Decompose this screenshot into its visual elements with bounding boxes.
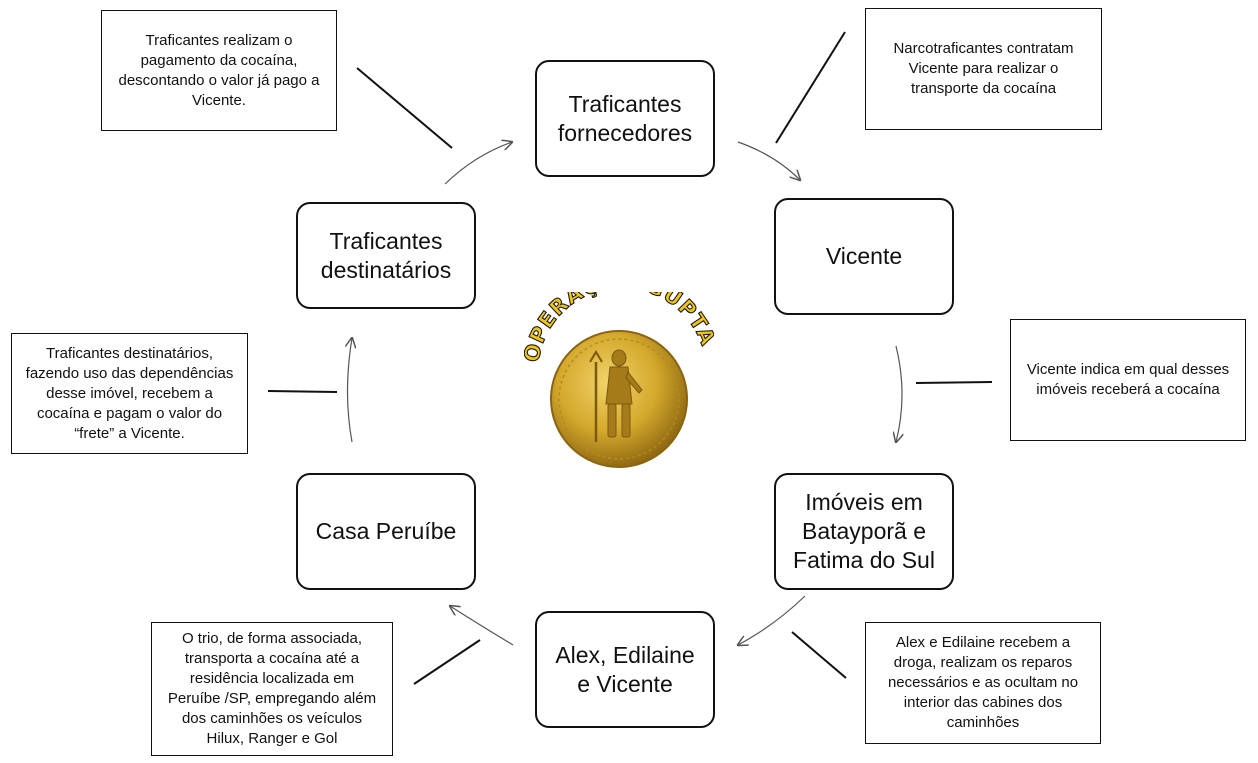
note-pagamento: Traficantes realizam o pagamento da coca… bbox=[101, 10, 337, 131]
note-line-indica bbox=[915, 381, 993, 384]
note-line-destinatarios bbox=[267, 390, 338, 393]
note-reparos: Alex e Edilaine recebem a droga, realiza… bbox=[865, 622, 1101, 744]
node-traficantes-fornecedores: Traficantes fornecedores bbox=[535, 60, 715, 177]
note-line-contratam bbox=[775, 31, 846, 144]
node-vicente: Vicente bbox=[774, 198, 954, 315]
node-imoveis-label: Imóveis em Batayporã e Fatima do Sul bbox=[793, 489, 935, 573]
node-traficantes-destinatarios: Traficantes destinatários bbox=[296, 202, 476, 309]
note-contratam-text: Narcotraficantes contratam Vicente para … bbox=[893, 40, 1074, 97]
note-indica: Vicente indica em qual desses imóveis re… bbox=[1010, 319, 1246, 441]
note-trio: O trio, de forma associada, transporta a… bbox=[151, 622, 393, 756]
node-vicente-label: Vicente bbox=[825, 243, 903, 269]
arrow-destinatarios-to-fornecedores bbox=[444, 142, 512, 185]
note-destinatarios: Traficantes destinatários, fazendo uso d… bbox=[11, 333, 248, 454]
note-line-pagamento bbox=[356, 67, 453, 149]
note-line-trio bbox=[413, 639, 481, 685]
node-traficantes-destinatarios-label: Traficantes destinatários bbox=[320, 227, 452, 283]
node-alex-edilaine-vicente-label: Alex, Edilaine e Vicente bbox=[555, 641, 695, 697]
arrow-imoveis-to-alex bbox=[738, 595, 806, 645]
arrow-casa-to-destinatarios bbox=[348, 338, 353, 443]
note-trio-text: O trio, de forma associada, transporta a… bbox=[167, 630, 377, 747]
note-reparos-text: Alex e Edilaine recebem a droga, realiza… bbox=[887, 634, 1079, 731]
note-destinatarios-text: Traficantes destinatários, fazendo uso d… bbox=[25, 344, 234, 442]
arrow-alex-to-casa bbox=[450, 606, 514, 646]
node-traficantes-fornecedores-label: Traficantes fornecedores bbox=[557, 90, 693, 146]
node-casa-peruibe-label: Casa Peruíbe bbox=[315, 518, 457, 544]
note-line-reparos bbox=[791, 631, 847, 679]
node-casa-peruibe: Casa Peruíbe bbox=[296, 473, 476, 590]
node-alex-edilaine-vicente: Alex, Edilaine e Vicente bbox=[535, 611, 715, 728]
gold-coin-icon: OPERAÇÃO GUPTA bbox=[519, 267, 720, 468]
note-contratam: Narcotraficantes contratam Vicente para … bbox=[865, 8, 1102, 130]
note-indica-text: Vicente indica em qual desses imóveis re… bbox=[1026, 361, 1230, 398]
note-pagamento-text: Traficantes realizam o pagamento da coca… bbox=[118, 31, 320, 109]
node-imoveis: Imóveis em Batayporã e Fatima do Sul bbox=[774, 473, 954, 590]
arrow-fornecedores-to-vicente bbox=[737, 141, 800, 180]
operacao-gupta-emblem: OPERAÇÃO GUPTA bbox=[519, 267, 720, 472]
arrow-vicente-to-imoveis bbox=[896, 345, 902, 442]
